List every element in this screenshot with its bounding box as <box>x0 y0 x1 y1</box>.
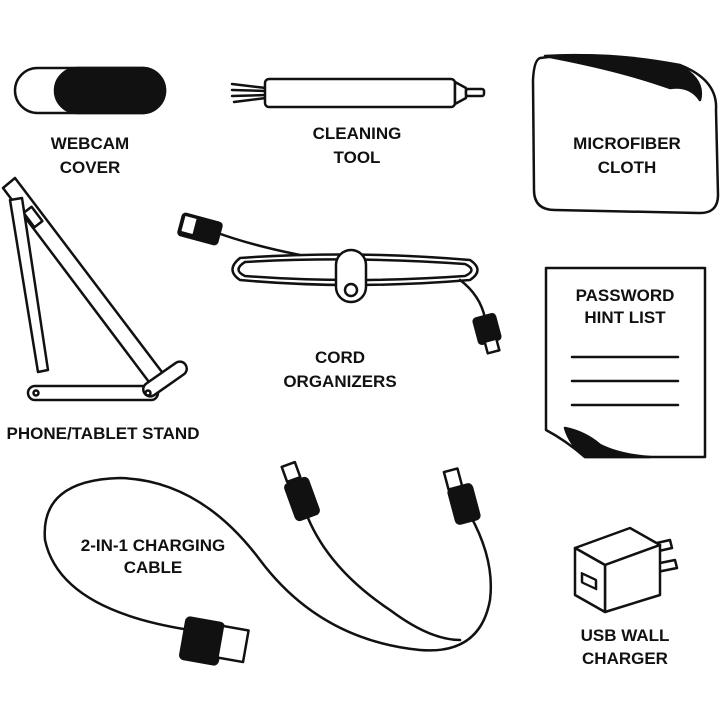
microfiber-cloth-label: MICROFIBER <box>573 134 681 153</box>
webcam-cover-label-2: COVER <box>60 158 120 177</box>
wall-charger-label-2: CHARGER <box>582 649 668 668</box>
password-hint-list-illustration <box>544 266 707 459</box>
cleaning-tool-label: CLEANING <box>313 124 402 143</box>
charging-cable-illustration <box>43 460 493 666</box>
cord-organizer-illustration <box>177 212 502 355</box>
password-list-label-2: HINT LIST <box>584 308 666 327</box>
phone-stand-label: PHONE/TABLET STAND <box>7 424 200 443</box>
charging-cable-label-2: CABLE <box>124 558 183 577</box>
webcam-cover-illustration <box>13 66 167 115</box>
microfiber-cloth-label-2: CLOTH <box>598 158 657 177</box>
phone-stand-illustration <box>1 176 188 402</box>
password-list-label: PASSWORD <box>576 286 675 305</box>
cleaning-tool-illustration <box>230 77 486 109</box>
wall-charger-label: USB WALL <box>581 626 670 645</box>
wall-charger-illustration <box>573 526 679 614</box>
charging-cable-label: 2-IN-1 CHARGING <box>81 536 226 555</box>
cord-organizers-label-2: ORGANIZERS <box>283 372 396 391</box>
webcam-cover-label: WEBCAM <box>51 134 129 153</box>
cleaning-tool-label-2: TOOL <box>334 148 381 167</box>
cord-organizers-label: CORD <box>315 348 365 367</box>
microfiber-cloth-illustration <box>531 53 720 215</box>
